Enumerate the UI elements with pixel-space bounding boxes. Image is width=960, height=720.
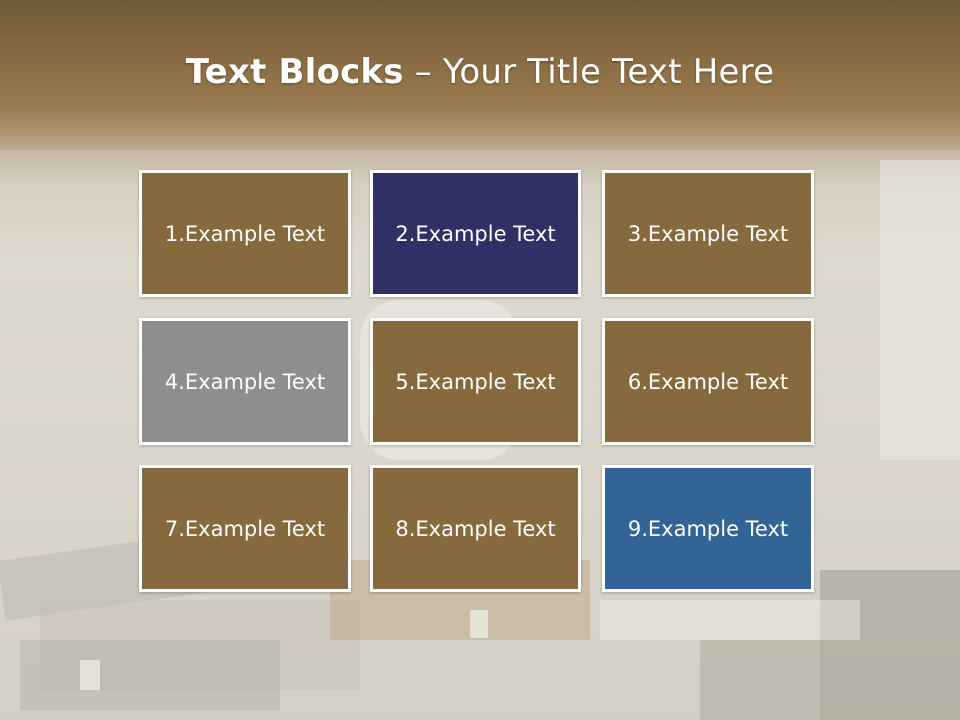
text-block-7: 7.Example Text	[139, 465, 351, 592]
text-block-9: 9.Example Text	[602, 465, 814, 592]
title-bold-text: Text Blocks	[185, 52, 404, 92]
text-block-3: 3.Example Text	[602, 170, 814, 297]
text-block-4: 4.Example Text	[139, 318, 351, 445]
text-block-1: 1.Example Text	[139, 170, 351, 297]
text-block-8: 8.Example Text	[370, 465, 581, 592]
slide-title: Text Blocks – Your Title Text Here	[0, 52, 960, 92]
title-subtext: Your Title Text Here	[442, 52, 775, 92]
text-block-5: 5.Example Text	[370, 318, 581, 445]
text-block-2: 2.Example Text	[370, 170, 581, 297]
title-separator: –	[414, 52, 432, 92]
text-block-6: 6.Example Text	[602, 318, 814, 445]
